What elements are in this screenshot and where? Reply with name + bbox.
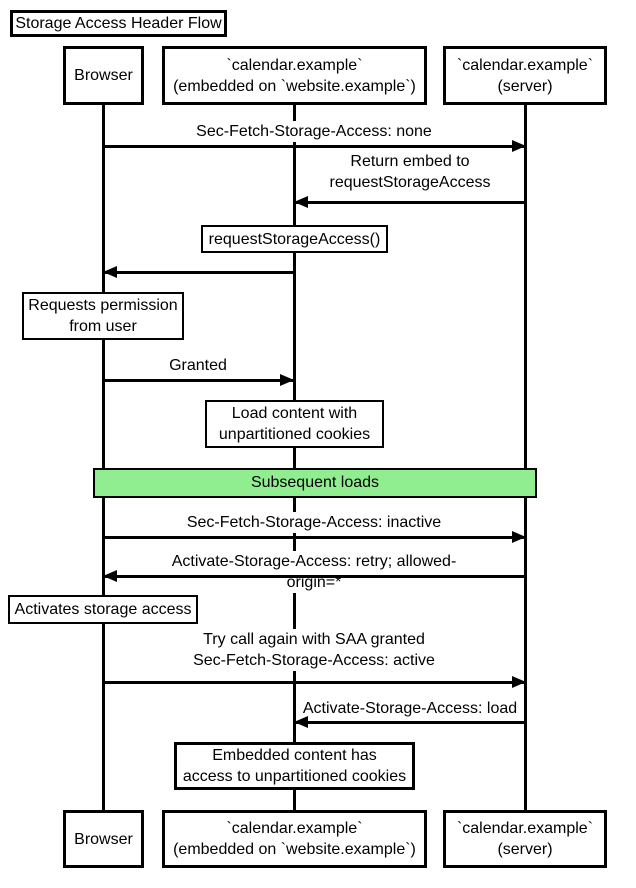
note-text: Requests permission from user: [28, 297, 178, 335]
band-label: Subsequent loads: [250, 474, 380, 491]
message-arrow-line: [103, 536, 526, 539]
note-embedded-content-access: Embedded content has access to unpartiti…: [174, 742, 415, 790]
lifeline-embed: [293, 103, 296, 812]
arrowhead-left-icon: [103, 266, 117, 278]
message-label: Granted: [166, 355, 230, 376]
note-text: requestStorageAccess(): [208, 230, 381, 248]
actor-browser-label: Browser: [74, 830, 133, 848]
actor-browser-bottom: Browser: [63, 810, 144, 868]
message-arrow-line: [103, 575, 526, 578]
diagram-title: Storage Access Header Flow: [10, 10, 227, 37]
actor-embed-bottom: `calendar.example` (embedded on `website…: [162, 810, 427, 868]
subsequent-loads-band: Subsequent loads: [93, 468, 537, 498]
arrowhead-right-icon: [512, 140, 526, 152]
note-text: Activates storage access: [14, 601, 192, 618]
note-activates-storage-access: Activates storage access: [8, 595, 198, 624]
actor-embed-label: `calendar.example` (embedded on `website…: [173, 820, 416, 858]
note-text: Embedded content has access to unpartiti…: [182, 747, 407, 785]
arrowhead-right-icon: [512, 676, 526, 688]
message-label: Sec-Fetch-Storage-Access: none: [193, 121, 435, 142]
actor-browser-label: Browser: [74, 67, 133, 84]
note-text: Load content with unpartitioned cookies: [218, 405, 371, 443]
actor-server-label: `calendar.example` (server): [456, 820, 594, 858]
actor-server-top: `calendar.example` (server): [443, 46, 607, 105]
message-label: Activate-Storage-Access: retry; allowed-…: [153, 551, 475, 593]
note-request-storage-access: requestStorageAccess(): [201, 225, 388, 253]
message-arrow-line: [103, 145, 526, 148]
arrowhead-right-icon: [512, 531, 526, 543]
arrowhead-left-icon: [294, 196, 308, 208]
actor-embed-label: `calendar.example` (embedded on `website…: [173, 56, 416, 95]
lifeline-server: [524, 103, 527, 812]
note-load-content: Load content with unpartitioned cookies: [205, 400, 384, 448]
message-label: Sec-Fetch-Storage-Access: inactive: [183, 512, 445, 533]
message-arrow-line: [103, 681, 526, 684]
message-label: Return embed to requestStorageAccess: [326, 151, 494, 193]
message-arrow-line: [294, 721, 526, 724]
note-requests-permission: Requests permission from user: [22, 292, 184, 340]
message-arrow-line: [103, 271, 294, 274]
arrowhead-left-icon: [294, 716, 308, 728]
diagram-title-text: Storage Access Header Flow: [15, 14, 222, 32]
arrowhead-left-icon: [103, 570, 117, 582]
message-arrow-line: [103, 379, 294, 382]
actor-server-bottom: `calendar.example` (server): [443, 810, 607, 868]
actor-browser-top: Browser: [63, 46, 144, 105]
message-label: Try call again with SAA granted Sec-Fetc…: [190, 629, 438, 671]
arrowhead-right-icon: [280, 374, 294, 386]
actor-embed-top: `calendar.example` (embedded on `website…: [162, 46, 427, 105]
lifeline-browser: [102, 103, 105, 812]
message-label: Activate-Storage-Access: load: [299, 698, 521, 719]
message-arrow-line: [294, 201, 526, 204]
actor-server-label: `calendar.example` (server): [456, 56, 594, 95]
